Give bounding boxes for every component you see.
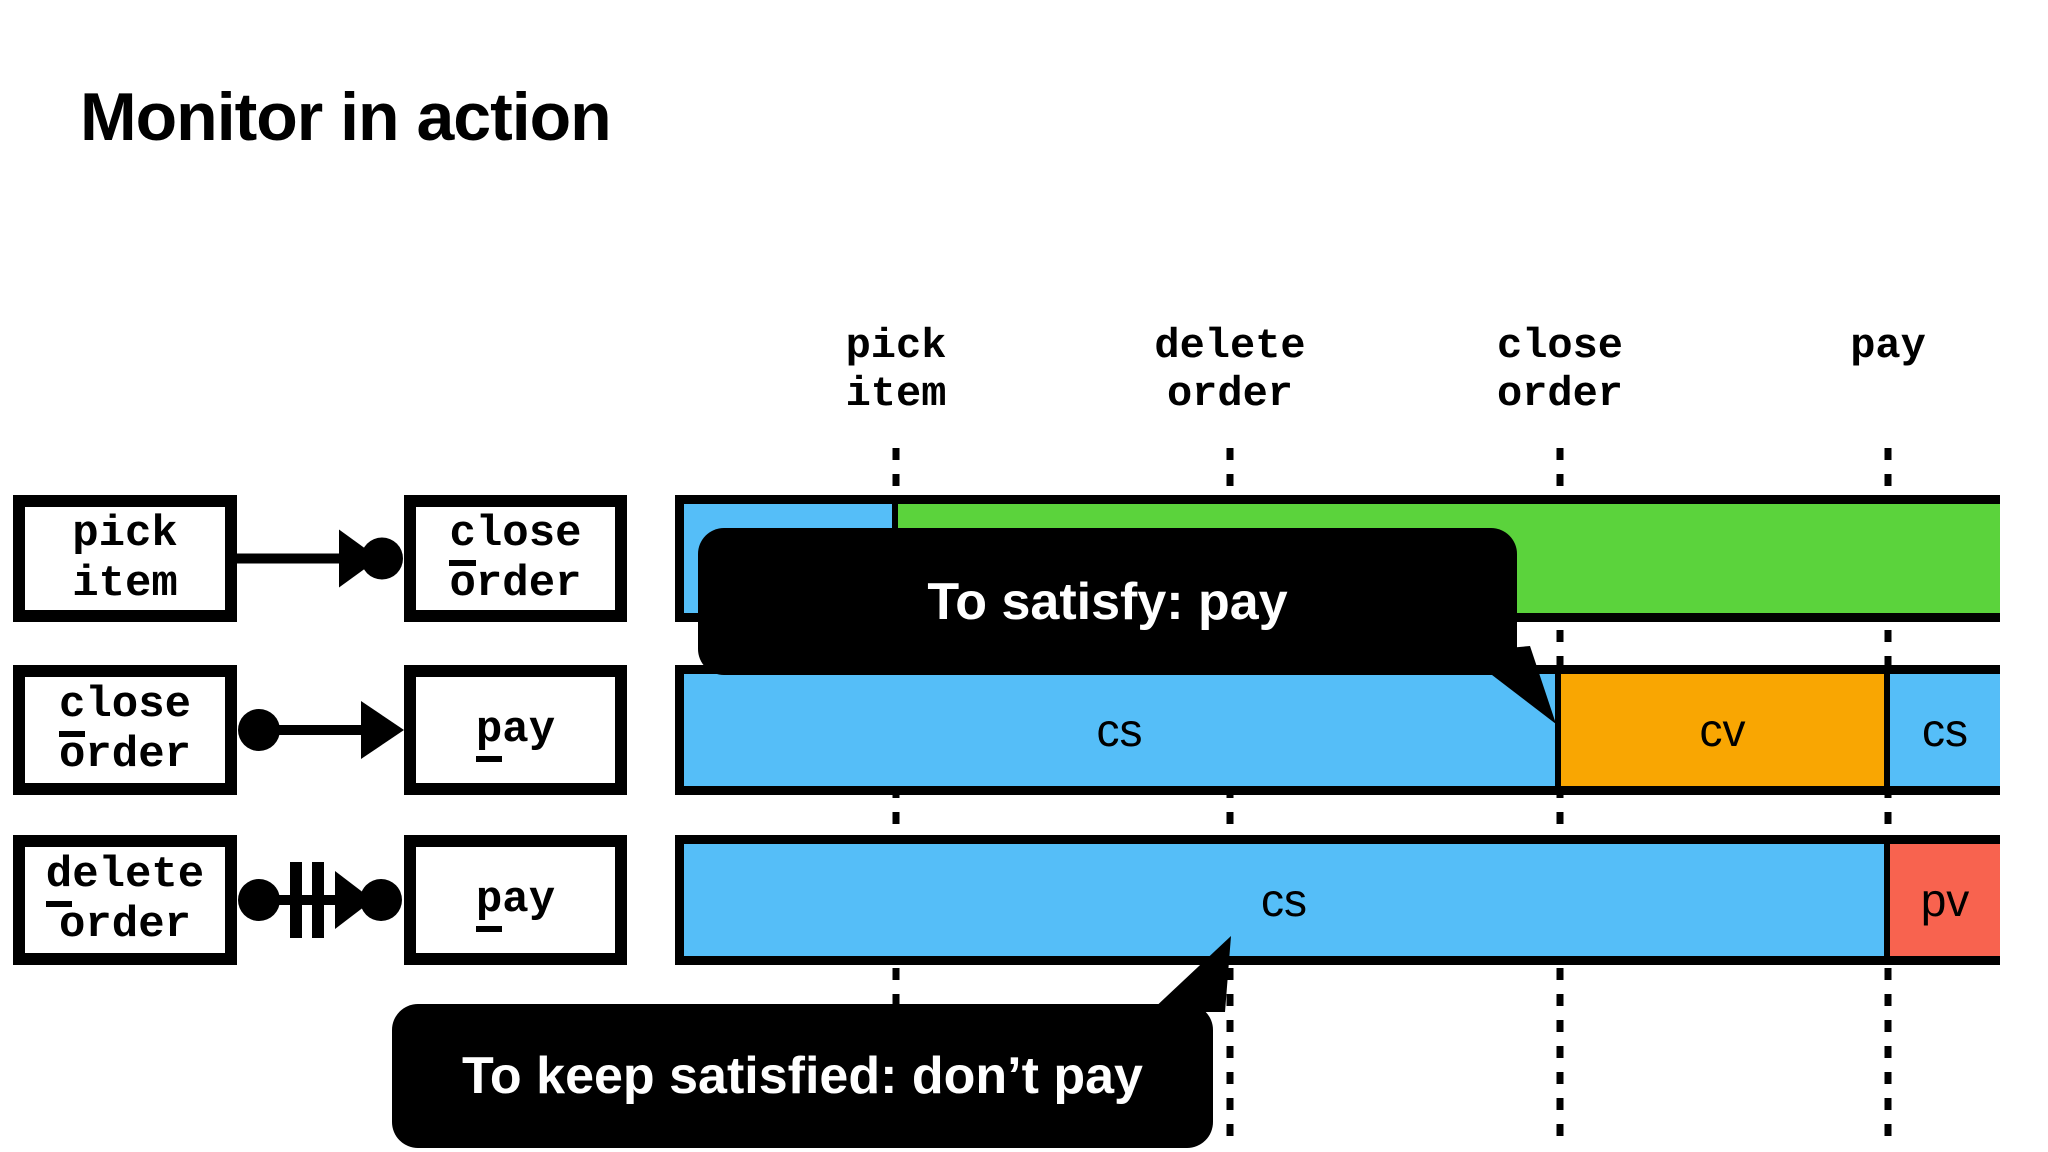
rule-box-label-line: close (449, 508, 582, 566)
rule-box-label-line: order (58, 730, 192, 780)
event-header-label: pick item (845, 322, 947, 418)
event-header-label: pay (1850, 322, 1926, 370)
timeline-bar: cs cv cs (675, 665, 2000, 795)
speech-bubble-satisfy: To satisfy: pay (698, 528, 1517, 675)
rule-box-label-line: item (72, 558, 178, 616)
bubble-text: To satisfy: pay (927, 572, 1288, 631)
rule-box-label-line: delete (45, 850, 204, 907)
bar-segment-label: pv (1920, 874, 1970, 926)
event-dashed-line (1556, 448, 1564, 1148)
bar-segment-orange: cv (1561, 674, 1884, 786)
event-dashed-line (1884, 448, 1892, 1148)
dot-then-arrow-connector-icon (238, 701, 404, 759)
bar-segment-red: pv (1890, 844, 2000, 956)
event-header-label: close order (1496, 322, 1624, 418)
rule-box-label-line: order (449, 558, 582, 609)
rule-box-label-line: close (58, 680, 191, 737)
event-dashed-line (892, 448, 900, 1148)
rule-box-label-line: pay (475, 705, 555, 762)
event-header-label: delete order (1154, 322, 1306, 418)
arrow-then-dot-connector-icon (237, 529, 403, 588)
timeline-bar: cs pv (675, 835, 2000, 965)
bubble-text: To keep satisfied: don’t pay (462, 1047, 1143, 1105)
bar-segment-label: cs (1922, 704, 1968, 756)
bar-segment-blue: cs (684, 674, 1555, 786)
bar-segment-blue: cs (1890, 674, 2000, 786)
bar-segment-label: cs (1261, 874, 1307, 926)
event-dashed-line (1226, 448, 1234, 1148)
dot-doublebars-arrow-dot-connector-icon (238, 862, 402, 938)
rule-box-label-line: order (58, 900, 192, 950)
rule-box-label-line: pick (72, 508, 178, 559)
rule-box: pay (404, 665, 627, 795)
bar-segment-blue: cs (684, 844, 1884, 956)
rule-box-label-line: pay (475, 875, 555, 932)
bar-segment-label: cv (1699, 704, 1746, 756)
speech-bubble-keep-satisfied: To keep satisfied: don’t pay (392, 1004, 1213, 1148)
bar-segment-label: cs (1096, 704, 1143, 756)
slide-title: Monitor in action (80, 79, 612, 155)
rule-box: pay (404, 835, 627, 965)
